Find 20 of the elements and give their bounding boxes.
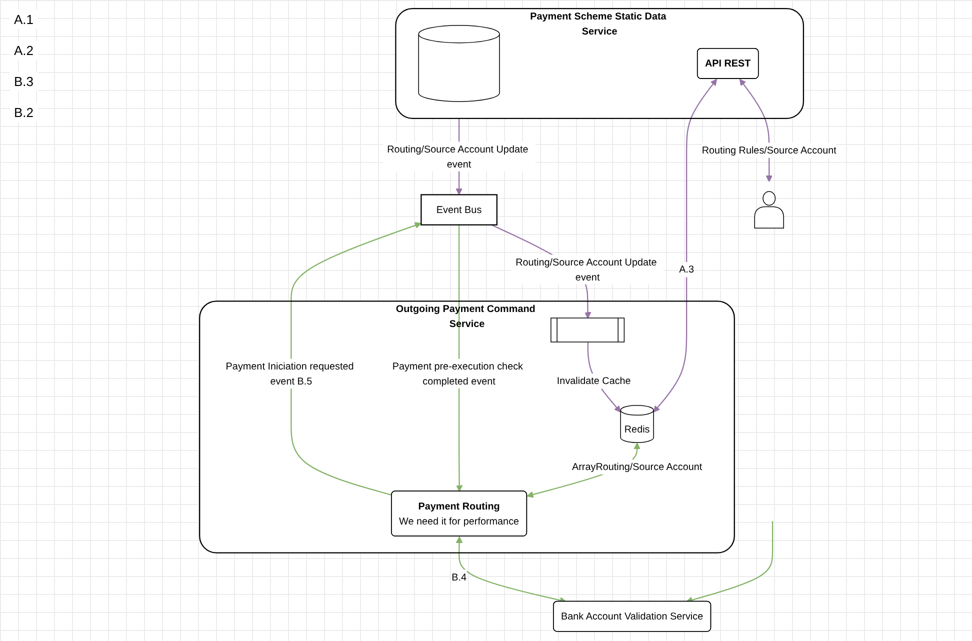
edge-label: B.4 bbox=[452, 571, 466, 583]
node-cylinder bbox=[418, 25, 500, 102]
edge-label: ArrayRouting/Source Account bbox=[572, 460, 702, 472]
arrow bbox=[653, 78, 718, 412]
node-box bbox=[550, 318, 625, 342]
edge-label: Payment Iniciation requested event B.5 bbox=[226, 360, 354, 387]
edge-label: Routing/Source Account Update event bbox=[387, 143, 528, 170]
step-label: A.2 bbox=[10, 41, 38, 60]
step-label: B.2 bbox=[10, 103, 38, 122]
edge-label: A.3 bbox=[679, 264, 694, 276]
edge-label: Routing/Source Account Update event bbox=[516, 256, 657, 282]
node-person bbox=[754, 191, 784, 228]
step-label: A.1 bbox=[10, 10, 38, 29]
edge-label: Payment pre-execution check completed event bbox=[392, 360, 524, 387]
step-label: B.3 bbox=[10, 72, 38, 91]
node-box: Event Bus bbox=[420, 194, 498, 226]
edge-label: Routing Rules/Source Account bbox=[702, 144, 836, 156]
edge-label: Invalidate Cache bbox=[556, 375, 631, 387]
arrow bbox=[686, 521, 774, 604]
arrow bbox=[290, 222, 422, 496]
